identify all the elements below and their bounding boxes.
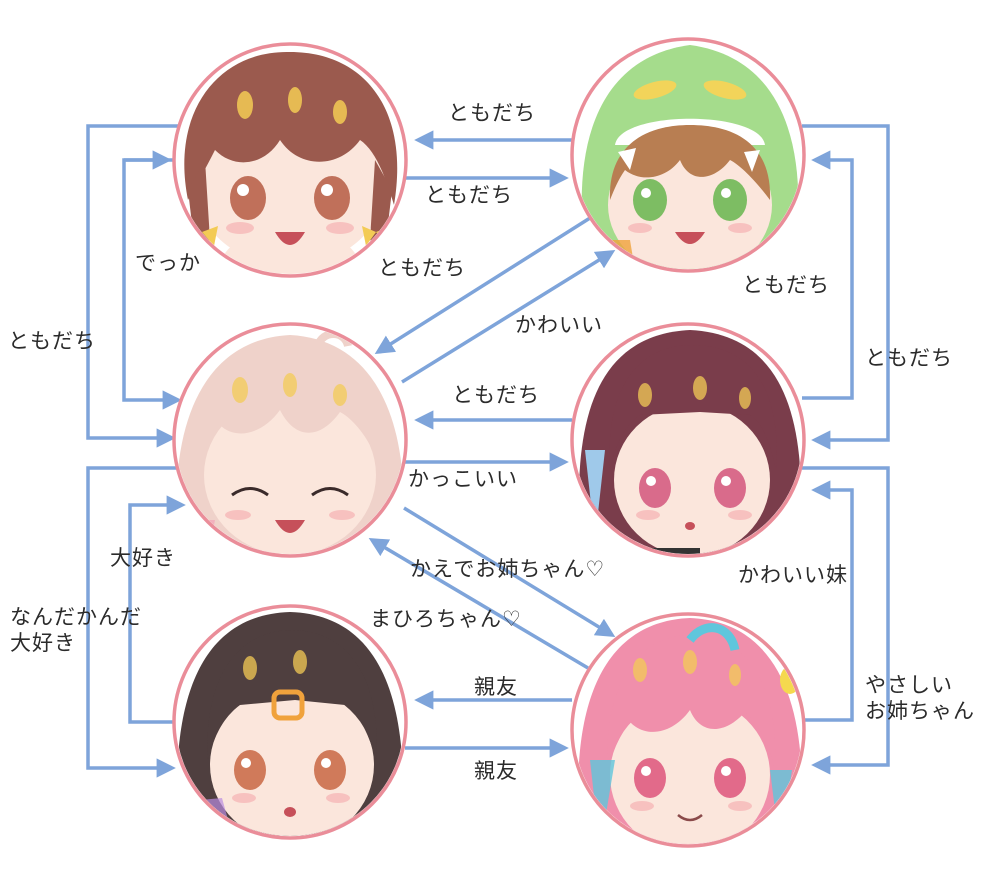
pink-hair-blue-streak-girl-face-icon	[574, 616, 802, 844]
arrow-c1-to-c3-outer	[86, 124, 178, 448]
label-c4-to-c6: かわいい妹	[738, 563, 848, 587]
character-node-c2	[570, 37, 806, 273]
label-c5-to-c3: 大好き	[110, 546, 176, 570]
arrow-c2-to-c3	[374, 216, 591, 355]
label-c3-to-c6: かえでお姉ちゃん♡	[410, 557, 606, 581]
arrow-c2-to-c4-outer	[802, 124, 890, 450]
arrow-c3-to-c6	[403, 506, 616, 638]
black-hair-hairclip-girl-face-icon	[176, 608, 404, 836]
character-node-c5	[172, 604, 408, 840]
label-c3-to-c4: かっこいい	[408, 467, 518, 491]
arrow-c4-to-c2-inner	[802, 150, 854, 400]
character-node-c3	[172, 322, 408, 558]
character-node-c1	[172, 42, 408, 278]
label-c4-to-c3: ともだち	[452, 383, 540, 407]
arrow-c3-to-c5	[86, 466, 178, 778]
label-c6-to-c3: まひろちゃん♡	[370, 607, 522, 631]
pale-pink-long-hair-girl-face-icon	[176, 326, 404, 554]
arrow-c4-to-c6	[802, 466, 890, 775]
label-c2-to-c4-outer: ともだち	[865, 346, 953, 370]
label-c6-to-c5: 親友	[474, 675, 518, 699]
label-c1-to-c2: ともだち	[425, 183, 513, 207]
label-c1-to-c3-inner: でっか	[135, 251, 201, 275]
arrow-c1-to-c3-inner	[122, 158, 182, 410]
green-dinosaur-hood-girl-face-icon	[574, 41, 802, 269]
label-c6-to-c4: やさしい お姉ちゃん	[865, 673, 975, 724]
arrow-c6-to-c4	[802, 480, 854, 722]
dark-brown-long-hair-girl-face-icon	[574, 326, 802, 554]
label-c3-to-c5: なんだかんだ 大好き	[10, 605, 142, 656]
arrow-c3-to-c2	[401, 249, 616, 384]
label-c2-to-c4-right: ともだち	[742, 273, 830, 297]
arrow-c5-to-c3	[128, 495, 186, 724]
label-c3-to-c2: かわいい	[515, 313, 603, 337]
character-node-c6	[570, 612, 806, 848]
label-c1-to-c3-outer: ともだち	[8, 329, 96, 353]
label-c2-to-c1: ともだち	[448, 101, 536, 125]
label-c2-to-c3: ともだち	[378, 256, 466, 280]
arrow-c6-to-c3	[368, 538, 589, 670]
label-c5-to-c6: 親友	[474, 759, 518, 783]
brown-short-hair-girl-face-icon	[176, 46, 404, 274]
character-node-c4	[570, 322, 806, 558]
